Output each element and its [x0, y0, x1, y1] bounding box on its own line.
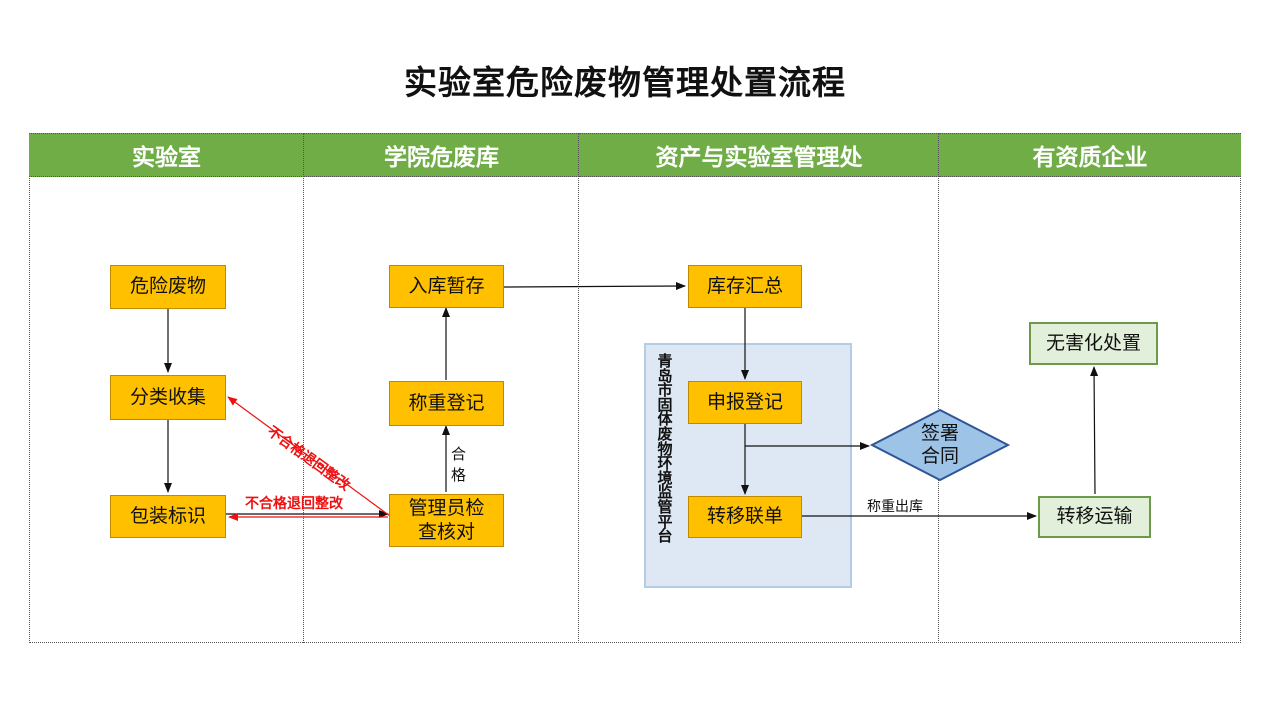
platform-char: 体 — [657, 410, 673, 429]
monitoring-platform-label: 青 岛 市 固 体 废 物 环 境 监 管 平 台 — [654, 354, 676, 544]
platform-char: 岛 — [657, 366, 673, 385]
edge-label-reject-horizontal: 不合格退回整改 — [245, 496, 343, 512]
platform-char: 市 — [657, 381, 673, 400]
platform-char: 台 — [657, 527, 673, 546]
platform-char: 平 — [657, 512, 673, 531]
node-inventory-summary: 库存汇总 — [688, 265, 802, 308]
platform-char: 管 — [657, 497, 673, 516]
node-harmless-disposal: 无害化处置 — [1029, 322, 1158, 365]
lane-divider — [303, 133, 304, 643]
lane-header-asset-lab-office: 资产与实验室管理处 — [579, 133, 939, 177]
edge-label-weigh-outbound: 称重出库 — [867, 499, 923, 515]
node-sign-contract-line2: 合同 — [920, 445, 959, 467]
node-admin-check-line2: 查核对 — [417, 520, 475, 543]
lane-divider — [938, 133, 939, 643]
platform-char: 环 — [657, 454, 673, 473]
node-hazardous-waste: 危险废物 — [110, 265, 226, 309]
node-declare-register: 申报登记 — [688, 381, 802, 424]
node-transfer-manifest: 转移联单 — [688, 496, 802, 538]
node-admin-check-line1: 管理员检 — [408, 496, 485, 519]
page-title: 实验室危险废物管理处置流程 — [404, 63, 846, 102]
platform-char: 固 — [657, 395, 673, 414]
lane-header-college-storage: 学院危废库 — [304, 133, 579, 177]
node-classify-collect: 分类收集 — [110, 375, 226, 420]
node-transfer-transport: 转移运输 — [1038, 496, 1151, 538]
node-package-label: 包装标识 — [110, 495, 226, 538]
node-sign-contract: 签署 合同 — [895, 418, 985, 472]
edge-label-qualified-2: 格 — [451, 466, 467, 484]
lane-header-lab: 实验室 — [29, 133, 304, 177]
platform-char: 监 — [657, 483, 673, 502]
node-sign-contract-line1: 签署 — [920, 422, 959, 445]
lane-divider — [578, 133, 579, 643]
platform-char: 废 — [657, 424, 673, 443]
edge-label-qualified-1: 合 — [451, 445, 467, 463]
platform-char: 物 — [657, 439, 673, 458]
node-storage-temp: 入库暂存 — [389, 265, 504, 308]
node-admin-check: 管理员检 查核对 — [389, 494, 504, 547]
lane-header-qualified-enterprise: 有资质企业 — [939, 133, 1241, 177]
platform-char: 境 — [657, 468, 673, 487]
node-weigh-register: 称重登记 — [389, 381, 504, 426]
platform-char: 青 — [657, 352, 673, 370]
